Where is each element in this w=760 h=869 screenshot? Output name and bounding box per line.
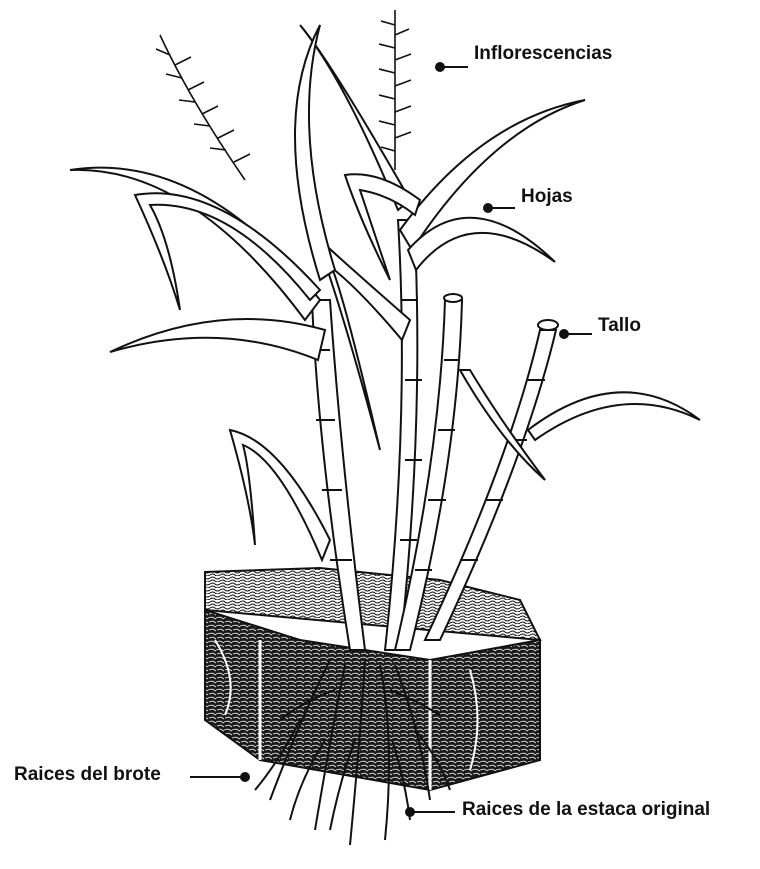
stem-pointer-dot xyxy=(560,330,568,338)
sett-roots-pointer-dot xyxy=(406,808,414,816)
inflorescences xyxy=(156,10,411,180)
stem-label: Tallo xyxy=(598,316,641,335)
leaves-pointer-dot xyxy=(484,204,492,212)
inflorescences-pointer-dot xyxy=(436,63,444,71)
sett-roots-label: Raices de la estaca original xyxy=(462,800,710,819)
inflorescences-label: Inflorescencias xyxy=(474,44,612,63)
leaves-label: Hojas xyxy=(521,187,573,206)
shoot-roots-pointer-dot xyxy=(241,773,249,781)
soil-block xyxy=(205,568,540,790)
leaves xyxy=(70,25,700,560)
shoot-roots-label: Raices del brote xyxy=(14,765,161,784)
